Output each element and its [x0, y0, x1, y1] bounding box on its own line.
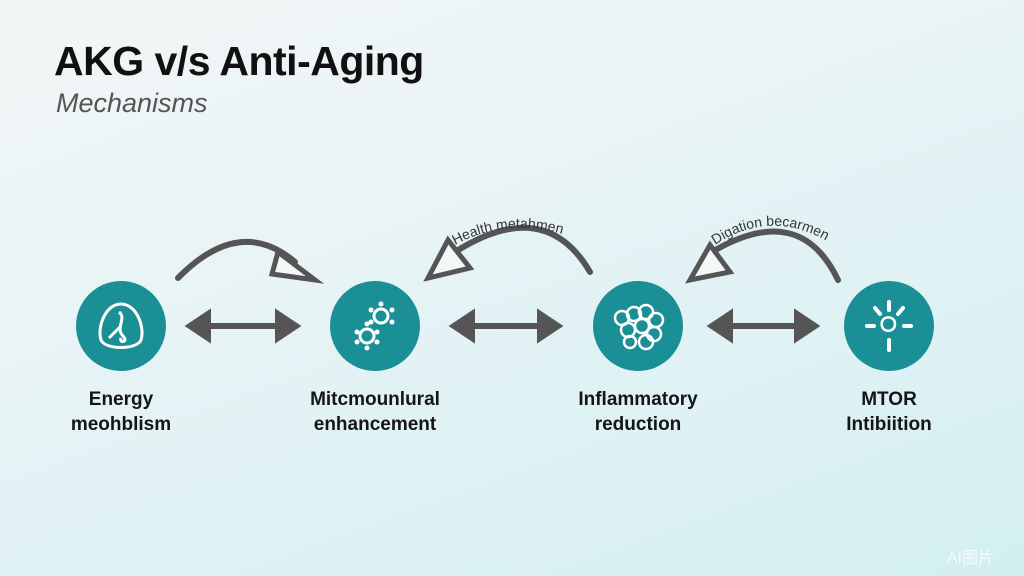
node-label-line2: meohblism: [70, 414, 172, 435]
node-mitochondrial-enhancement: Mitcmounlural enhancement: [285, 281, 465, 437]
page-subtitle: Mechanisms: [56, 88, 208, 118]
node-label-line2: enhancement: [313, 414, 437, 435]
node-mtor-inhibition: MTOR Intibiition: [799, 281, 979, 437]
energy-molecule-icon: [76, 281, 166, 371]
node-label-line1: Energy: [88, 389, 154, 410]
mitochondria-icon: [330, 281, 420, 371]
node-label-line1: MTOR: [861, 389, 917, 410]
node-inflammatory-reduction: Inflammatory reduction: [548, 281, 728, 437]
node-label-line2: Intibiition: [846, 414, 932, 435]
arrowhead-1: [268, 247, 325, 284]
cell-cluster-icon: [593, 281, 683, 371]
arrowhead-3: [685, 240, 735, 284]
node-label-line2: reduction: [594, 414, 682, 435]
node-energy-metabolism: Energy meohblism: [31, 281, 211, 437]
page-title: AKG v/s Anti-Aging: [54, 38, 424, 84]
curved-arrow-2: [452, 224, 593, 275]
burst-icon: [844, 281, 934, 371]
curved-arrow-3: [709, 228, 841, 283]
node-label-line1: Mitcmounlural: [310, 389, 440, 410]
watermark: AI图片: [946, 550, 994, 567]
arrowhead-2: [423, 235, 475, 282]
node-label-line1: Inflammatory: [578, 389, 698, 410]
